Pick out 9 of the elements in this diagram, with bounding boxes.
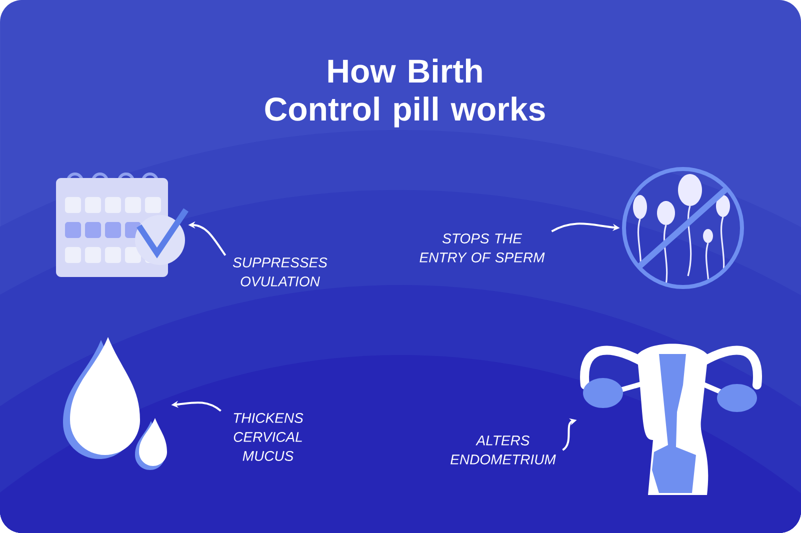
drops-drawing [63,336,167,470]
annotation-text: STOPS THE ENTRY OF SPERM [420,234,545,262]
title: How Birth Control pill works [265,58,545,128]
annotation-text: ALTERS ENDOMETRIUM [450,436,556,464]
calendar-drawing [56,172,188,277]
annotation-text: SUPPRESSES OVULATION [232,258,328,286]
uterus-drawing [580,344,762,495]
no-sperm-drawing [622,167,744,289]
annotation-text: THICKENS CERVICAL MUCUS [234,413,304,461]
